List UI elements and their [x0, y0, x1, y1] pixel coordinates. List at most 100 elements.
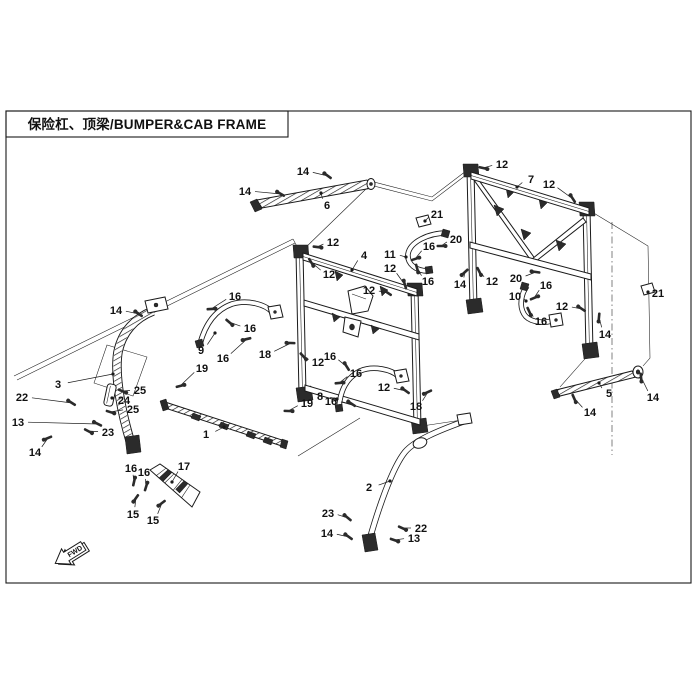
callout-16: 16 [410, 241, 435, 262]
part-4-mid-crossbar [302, 252, 418, 297]
callout-number: 21 [431, 209, 443, 221]
mid-frame-bottom-rail [304, 384, 421, 426]
callout-11: 11 [384, 249, 408, 261]
bolt-icon [312, 245, 324, 250]
callout-25: 25 [105, 404, 139, 416]
callout-14: 14 [297, 166, 332, 180]
callout-15: 15 [147, 499, 166, 527]
callout-5: 5 [597, 381, 612, 400]
bolt-icon [571, 393, 578, 405]
bolt-icon [131, 475, 138, 487]
callout-number: 16 [535, 316, 547, 328]
bolt-icon [41, 435, 53, 442]
page-title: 保险杠、顶梁/BUMPER&CAB FRAME [27, 116, 267, 132]
callout-number: 22 [415, 523, 427, 535]
part-8-curved-support-right [334, 365, 410, 413]
callout-13: 13 [12, 417, 103, 429]
bolt-icon [83, 428, 94, 436]
callout-number: 16 [217, 353, 229, 365]
bolt-icon [284, 340, 296, 345]
callout-13: 13 [389, 533, 420, 545]
leader-dot [213, 331, 217, 335]
bolt-icon [131, 493, 140, 504]
mid-frame-center-bracket [347, 285, 374, 315]
bolt-icon [206, 306, 218, 311]
callout-number: 14 [454, 279, 467, 291]
callout-number: 16 [540, 280, 552, 292]
drawing-border [5, 110, 692, 584]
callout-number: 13 [12, 417, 24, 429]
bolt-icon [478, 165, 490, 172]
leader-dot [423, 219, 427, 223]
callout-number: 10 [509, 291, 521, 303]
callout-14: 14 [571, 393, 597, 419]
callout-number: 11 [384, 249, 396, 261]
leader-dot [524, 299, 528, 303]
callout-number: 12 [556, 301, 568, 313]
part-5-rear-lower-bar [550, 365, 644, 400]
bolt-icon [283, 409, 295, 414]
callout-18: 18 [410, 389, 433, 413]
callout-number: 24 [118, 395, 131, 407]
bolt-icon [459, 268, 469, 278]
part-17-louvered-plate [149, 463, 201, 508]
callout-19: 19 [283, 398, 313, 414]
callout-number: 14 [297, 166, 310, 178]
callout-number: 21 [652, 288, 664, 300]
callout-16: 16 [529, 280, 552, 301]
callout-number: 6 [324, 200, 330, 212]
bolt-icon [529, 269, 541, 274]
bolt-icon [175, 382, 187, 389]
callout-number: 25 [127, 404, 139, 416]
callout-16: 16 [125, 463, 138, 487]
callout-14: 14 [639, 372, 660, 404]
callout-12: 12 [378, 382, 411, 395]
bolt-icon [105, 409, 117, 416]
callout-number: 16 [138, 467, 150, 479]
callout-6: 6 [319, 191, 330, 212]
callout-number: 18 [259, 349, 271, 361]
bolt-icon [299, 352, 309, 362]
callout-12: 12 [478, 159, 508, 172]
part-1-front-lower-bar [159, 398, 289, 450]
bolt-icon [410, 255, 422, 262]
callout-number: 16 [229, 291, 241, 303]
part-24-clamp-bracket [103, 383, 117, 407]
callout-number: 1 [203, 429, 209, 441]
callout-number: 12 [312, 357, 324, 369]
callout-14: 14 [29, 435, 53, 459]
callout-9: 9 [198, 331, 217, 357]
callout-number: 17 [178, 461, 190, 473]
bolt-icon [401, 278, 408, 290]
leader-dot [222, 425, 226, 429]
callout-number: 12 [496, 159, 508, 171]
callout-16: 16 [324, 351, 351, 372]
callout-16: 16 [206, 291, 241, 311]
mid-frame-lower-rail [303, 299, 420, 341]
callout-number: 8 [317, 391, 323, 403]
bolt-icon [436, 243, 448, 248]
leader-dot [646, 290, 650, 294]
callout-number: 18 [410, 401, 422, 413]
callout-12: 12 [556, 301, 587, 313]
leader-dot [515, 185, 519, 189]
bolt-icon [275, 189, 286, 197]
callout-number: 7 [528, 174, 534, 186]
callout-number: 23 [322, 508, 334, 520]
bolt-icon [346, 399, 357, 408]
callout-23: 23 [83, 427, 114, 439]
part-2-right-front-pillar [361, 412, 473, 553]
callout-21: 21 [646, 288, 664, 300]
callout-12: 12 [476, 266, 498, 288]
callout-12: 12 [543, 179, 577, 204]
bolt-icon [639, 372, 644, 384]
callout-1: 1 [203, 425, 226, 441]
callout-number: 3 [55, 379, 61, 391]
bolt-icon [382, 288, 393, 297]
callout-number: 5 [606, 388, 612, 400]
leader-dot [388, 479, 392, 483]
bolt-icon [343, 532, 354, 541]
callout-16: 16 [217, 336, 252, 365]
